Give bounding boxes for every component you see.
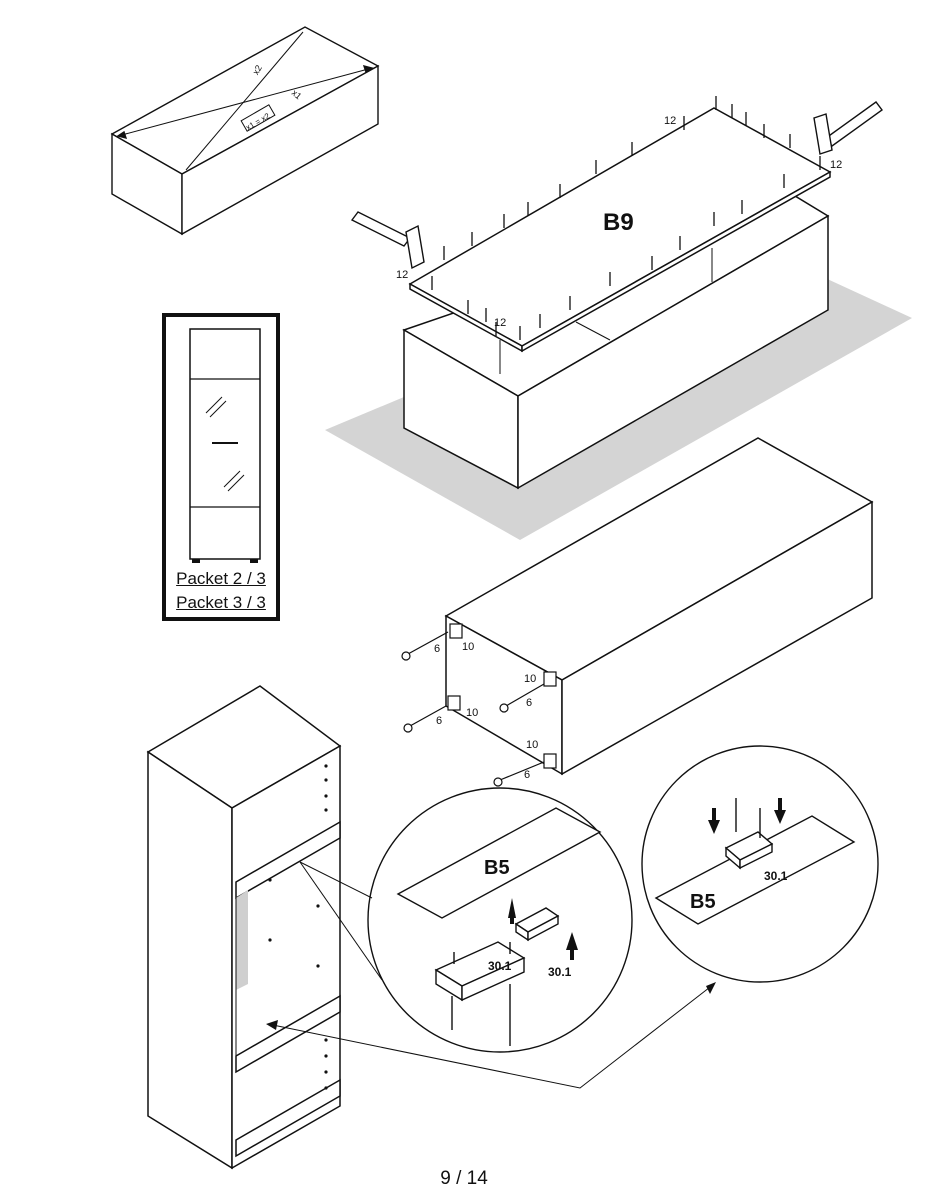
corner-brackets	[447, 623, 557, 769]
back-panel-b9	[408, 107, 832, 353]
qty-10-b: 10	[524, 673, 536, 685]
detail-circle-1	[299, 787, 633, 1053]
detail1-label-b5: B5	[484, 857, 510, 879]
detail-circle-2	[641, 745, 879, 983]
hammer-icon-right	[813, 101, 883, 155]
packet-label-1: Packet 2 / 3	[176, 569, 266, 588]
packet-info-box: Packet 2 / 3 Packet 3 / 3	[162, 313, 280, 621]
qty-6-b: 6	[526, 697, 532, 709]
packet-label-2: Packet 3 / 3	[176, 593, 266, 612]
diagonal-check-box	[110, 26, 380, 236]
shelf-pin-holes	[268, 764, 328, 1090]
page-number: 9 / 14	[440, 1168, 488, 1189]
panel-label-b9: B9	[603, 209, 634, 236]
qty-12-bottom: 12	[494, 317, 506, 329]
detail1-part-30-1-b: 30.1	[548, 965, 572, 979]
qty-12-top: 12	[664, 115, 676, 127]
cabinet-icon	[189, 328, 261, 563]
standing-cabinet	[146, 685, 342, 1170]
qty-12-left: 12	[396, 269, 408, 281]
arrow-up-icon	[508, 898, 578, 960]
qty-10-c: 10	[466, 707, 478, 719]
arrow-down-icon	[708, 798, 786, 834]
carcass-on-side	[444, 437, 874, 776]
qty-6-c: 6	[436, 715, 442, 727]
pointer-arrows	[267, 983, 715, 1089]
detail2-label-b5: B5	[690, 891, 716, 913]
nails	[431, 96, 821, 340]
screws-step3	[401, 631, 545, 787]
detail1-part-30-1-a: 30.1	[488, 959, 512, 973]
detail2-part-30-1: 30.1	[764, 869, 788, 883]
diag-label-x2: x2	[251, 63, 264, 76]
arrowhead-left	[266, 1020, 278, 1030]
qty-12-right: 12	[830, 159, 842, 171]
qty-10-a: 10	[462, 641, 474, 653]
qty-6-a: 6	[434, 643, 440, 655]
qty-6-d: 6	[524, 769, 530, 781]
arrowhead-right	[706, 982, 716, 994]
hammer-icon	[350, 211, 425, 270]
qty-10-d: 10	[526, 739, 538, 751]
